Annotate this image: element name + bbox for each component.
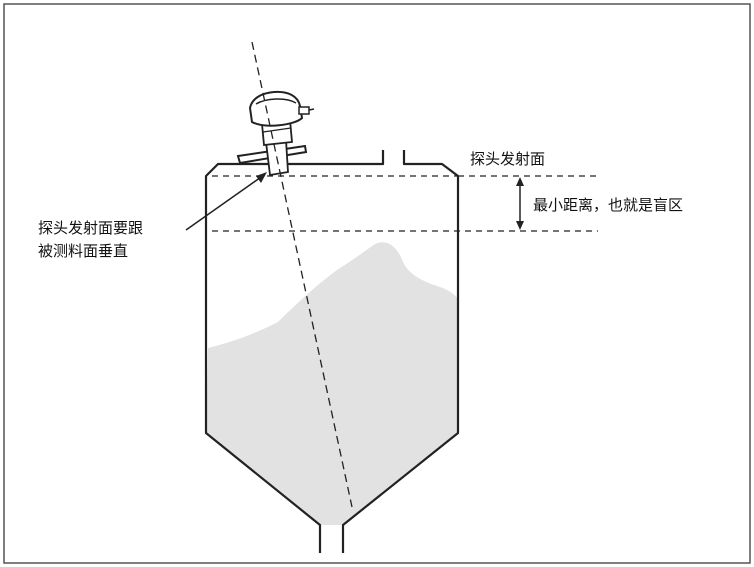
sensor-housing xyxy=(248,90,304,127)
dimension-arrow-bottom xyxy=(516,221,524,230)
sensor-cable-gland xyxy=(298,106,310,115)
material-fill xyxy=(206,242,458,526)
label-perpendicular-2: 被测料面垂直 xyxy=(38,242,128,260)
label-emitting-face: 探头发射面 xyxy=(470,150,545,168)
sensor-housing-top xyxy=(255,98,297,105)
silo-outline xyxy=(204,150,385,553)
label-blind-zone: 最小距离，也就是盲区 xyxy=(533,196,683,214)
leader-line xyxy=(185,174,265,231)
radar-sensor xyxy=(248,90,315,177)
leader-arrowhead xyxy=(256,172,267,183)
label-perpendicular-1: 探头发射面要跟 xyxy=(38,219,143,237)
sensor-neck-band xyxy=(262,127,292,133)
beam-axis-line xyxy=(251,41,353,508)
sensor-cable xyxy=(308,108,315,111)
dimension-arrow-top xyxy=(516,177,524,186)
